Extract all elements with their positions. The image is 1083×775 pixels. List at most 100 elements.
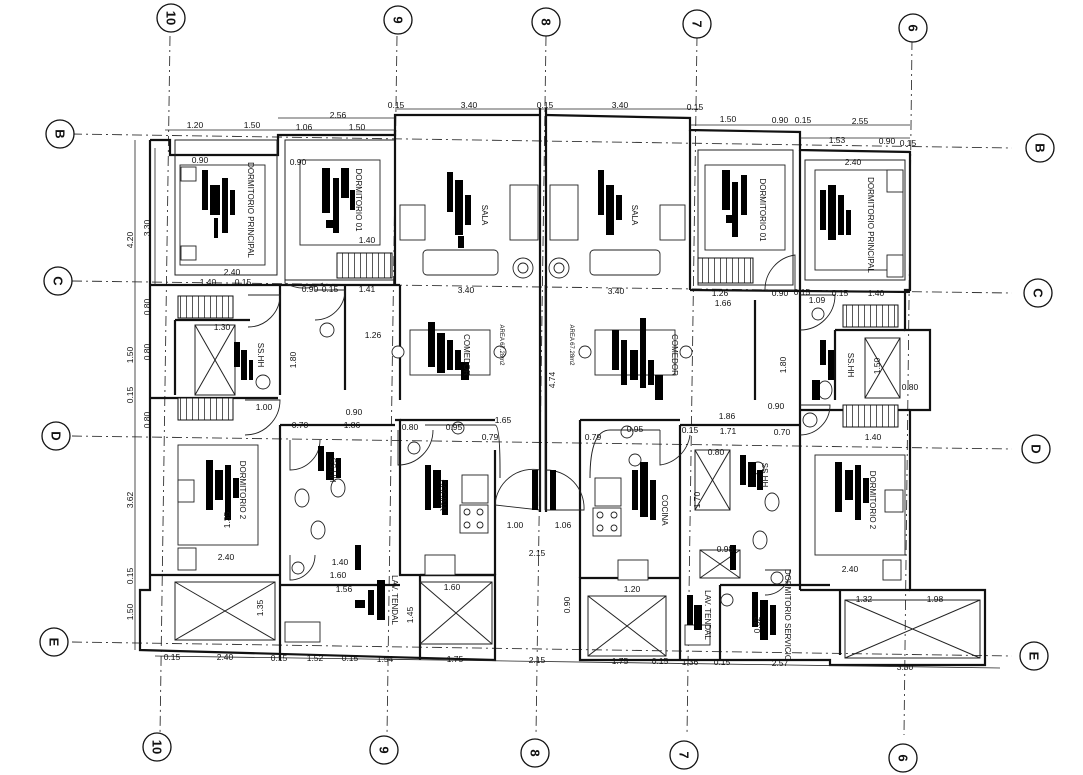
- room-sala-left: SALA: [480, 205, 489, 226]
- dim-int-42: 0.90: [562, 596, 572, 613]
- dim-int-56: 0.98: [717, 544, 734, 554]
- dim-int-21: 0.80: [402, 422, 419, 432]
- room-dorm-2-right: DORMITORIO 2: [868, 471, 877, 530]
- room-lav-left: LAV. TENDAL: [390, 575, 399, 625]
- dim-int-49: 0.80: [708, 447, 725, 457]
- room-sala-right: SALA: [630, 205, 639, 226]
- axis-bubble-7-top: 7: [682, 9, 712, 39]
- dim-int-33: 2.40: [218, 552, 235, 562]
- dim-int-4: 0.90: [302, 284, 319, 294]
- axis-bubble-b-right: B: [1025, 133, 1055, 163]
- room-servicio-right: DORMITORIO SERVICIO: [783, 569, 792, 661]
- dim-left-2: 0.80: [142, 298, 152, 315]
- dim-top-10: 1.50: [720, 114, 737, 124]
- dim-int-0: 0.90: [192, 155, 209, 165]
- svg-text:D: D: [49, 431, 64, 440]
- dim-top-4: 2.56: [330, 110, 347, 120]
- dim-bottom-0: 0.15: [164, 652, 181, 662]
- dim-top-7: 0.15: [537, 100, 554, 110]
- dim-left-3: 1.50: [125, 346, 135, 363]
- area-label-right: AREA 67.28m2: [568, 324, 574, 366]
- room-dorm-principal-left: DORMITORIO PRINCIPAL: [246, 162, 255, 258]
- dim-int-55: 1.70: [692, 491, 702, 508]
- room-dorm-2-left: DORMITORIO 2: [238, 461, 247, 520]
- dim-top-12: 0.15: [795, 115, 812, 125]
- axis-bubble-d-left: D: [41, 421, 71, 451]
- dim-left-0: 4.20: [125, 231, 135, 248]
- dim-int-16: 1.80: [288, 351, 298, 368]
- room-dorm-01-right: DORMITORIO 01: [758, 179, 767, 243]
- svg-text:9: 9: [391, 16, 406, 23]
- dim-int-19: 0.70: [292, 420, 309, 430]
- room-comedor-left: COMEDOR: [462, 334, 471, 376]
- dim-int-59: 1.50: [872, 357, 882, 374]
- dim-int-12: 1.09: [809, 295, 826, 305]
- svg-text:8: 8: [539, 18, 554, 25]
- dim-bottom-7: 2.15: [529, 655, 546, 665]
- dim-left-7: 3.62: [125, 491, 135, 508]
- dim-int-45: 1.45: [405, 606, 415, 623]
- axis-bubble-6-top: 6: [898, 13, 928, 43]
- dim-int-25: 0.95: [627, 424, 644, 434]
- patios: [174, 324, 981, 659]
- svg-text:C: C: [51, 276, 66, 286]
- room-lav-right: LAV. TENDAL: [703, 590, 712, 640]
- dim-int-26: 0.79: [585, 432, 602, 442]
- dim-bottom-13: 3.30: [897, 662, 914, 672]
- dim-int-32: 1.40: [865, 432, 882, 442]
- dim-int-15: 1.30: [214, 322, 231, 332]
- dim-int-47: 1.56: [336, 584, 353, 594]
- furniture: [177, 159, 906, 646]
- dim-bottom-6: 1.75: [447, 654, 464, 664]
- dim-int-10: 1.66: [715, 298, 732, 308]
- dim-int-35: 1.00: [507, 520, 524, 530]
- axis-bubble-10-top: 10: [156, 3, 186, 33]
- dim-int-22: 0.95: [446, 422, 463, 432]
- axis-bubble-9-top: 9: [383, 5, 413, 35]
- dim-int-3: 0.15: [235, 277, 252, 287]
- dim-int-48: 0.90: [290, 157, 307, 167]
- dim-int-28: 0.15: [682, 425, 699, 435]
- dim-bottom-2: 0.15: [271, 653, 288, 663]
- closets: [177, 252, 899, 428]
- dim-int-9: 1.26: [712, 288, 729, 298]
- doors: [244, 245, 836, 596]
- dim-top-9: 0.15: [687, 102, 704, 112]
- svg-text:10: 10: [150, 740, 165, 754]
- dim-int-61: 1.35: [222, 511, 232, 528]
- room-sshh-left: SS.HH: [256, 343, 265, 368]
- dim-bottom-11: 0.15: [714, 657, 731, 667]
- dim-int-13: 0.15: [832, 288, 849, 298]
- area-label-left: AREA 67.28m2: [498, 324, 504, 366]
- dim-top-14: 0.90: [879, 136, 896, 146]
- dim-int-31: 0.90: [768, 401, 785, 411]
- dim-int-17: 1.80: [778, 356, 788, 373]
- dim-int-30: 0.70: [774, 427, 791, 437]
- axis-bubble-8-bottom: 8: [520, 738, 550, 768]
- dim-int-7: 3.40: [458, 285, 475, 295]
- dim-int-60: 0.80: [902, 382, 919, 392]
- dim-bottom-5: 1.54: [377, 654, 394, 664]
- dim-bottom-10: 1.36: [682, 657, 699, 667]
- axis-bubble-6-bottom: 6: [888, 743, 918, 773]
- axis-bubble-e-left: E: [39, 627, 69, 657]
- svg-text:8: 8: [528, 749, 543, 756]
- dim-top-13: 1.53: [829, 135, 846, 145]
- walls: [138, 108, 987, 667]
- room-comedor-right: COMEDOR: [670, 334, 679, 376]
- dim-top-0: 1.20: [187, 120, 204, 130]
- dim-int-40: 1.32: [856, 594, 873, 604]
- dim-int-18: 1.00: [256, 402, 273, 412]
- dim-top-2: 1.06: [296, 122, 313, 132]
- axis-bubble-c-left: C: [43, 266, 73, 296]
- svg-text:C: C: [1031, 288, 1046, 298]
- dim-int-2: 1.40: [200, 277, 217, 287]
- svg-text:E: E: [47, 638, 62, 647]
- dim-int-44: 1.35: [255, 599, 265, 616]
- axis-bubble-8-top: 8: [531, 7, 561, 37]
- dim-int-41: 1.98: [927, 594, 944, 604]
- room-dorm-principal-right: DORMITORIO PRINCIPAL: [866, 177, 875, 273]
- dim-int-23: 1.65: [495, 415, 512, 425]
- dim-int-46: 1.60: [330, 570, 347, 580]
